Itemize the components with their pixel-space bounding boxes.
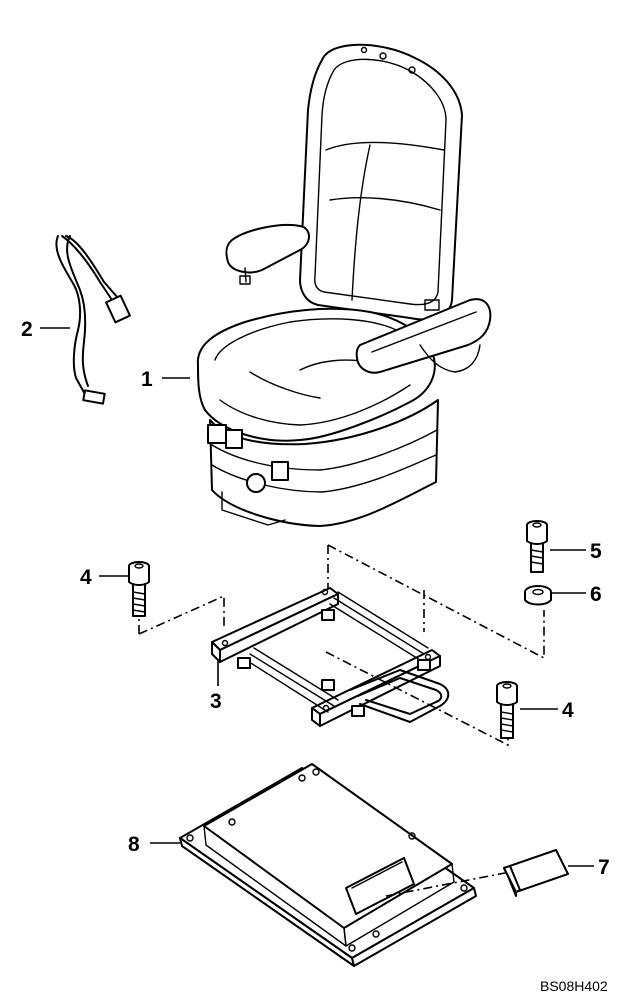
assembly-lines [138,544,545,897]
drawing-reference-code: BS08H402 [540,978,608,994]
seat-base-plate[interactable] [179,763,477,967]
leader-lines [40,327,594,867]
callout-3: 3 [210,690,222,713]
callout-2: 2 [21,318,33,341]
bolt-right[interactable] [496,681,518,739]
callout-8: 8 [128,833,140,856]
bolt-left[interactable] [128,561,150,617]
callout-4-right: 4 [562,699,574,722]
seat[interactable] [196,43,492,527]
seat-belt[interactable] [55,235,131,405]
cover-plug[interactable] [503,849,569,897]
callout-4-left: 4 [80,566,92,589]
callout-6: 6 [590,583,602,606]
callout-7: 7 [598,856,610,879]
washer[interactable] [524,585,552,606]
bolt-upper[interactable] [526,520,548,573]
callout-1: 1 [141,368,153,391]
seat-slide-rail[interactable] [211,587,450,727]
callout-5: 5 [590,540,602,563]
